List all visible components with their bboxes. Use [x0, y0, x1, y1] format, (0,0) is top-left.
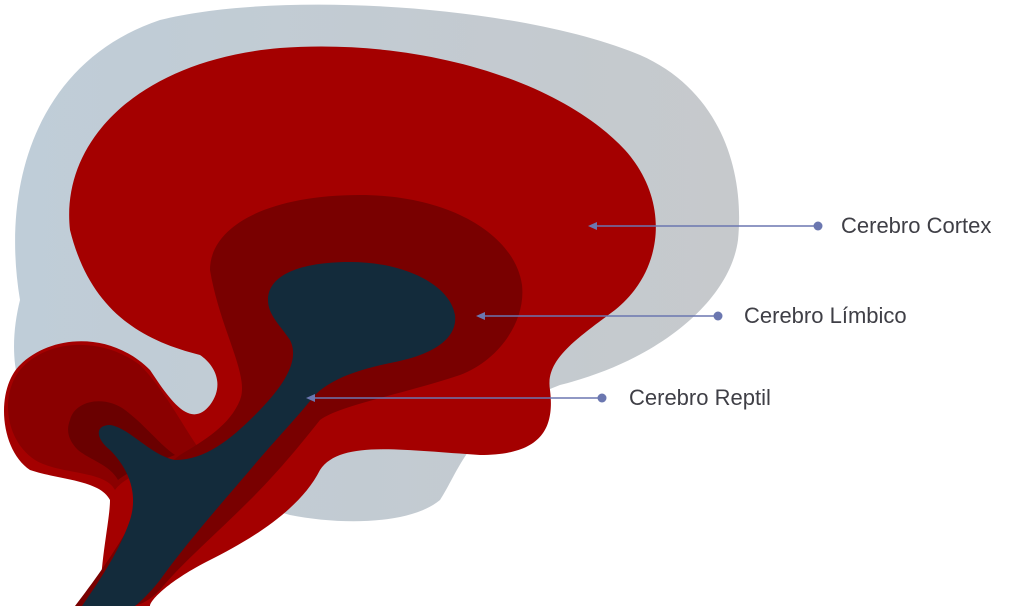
pointer-limbic: [476, 311, 723, 321]
pointer-reptil: [306, 393, 607, 403]
label-cerebro-cortex: Cerebro Cortex: [841, 213, 992, 238]
label-cerebro-reptil: Cerebro Reptil: [629, 385, 771, 410]
pointer-cortex: [588, 221, 823, 231]
label-cerebro-limbico: Cerebro Límbico: [744, 303, 907, 328]
reptil-region: [82, 262, 456, 606]
